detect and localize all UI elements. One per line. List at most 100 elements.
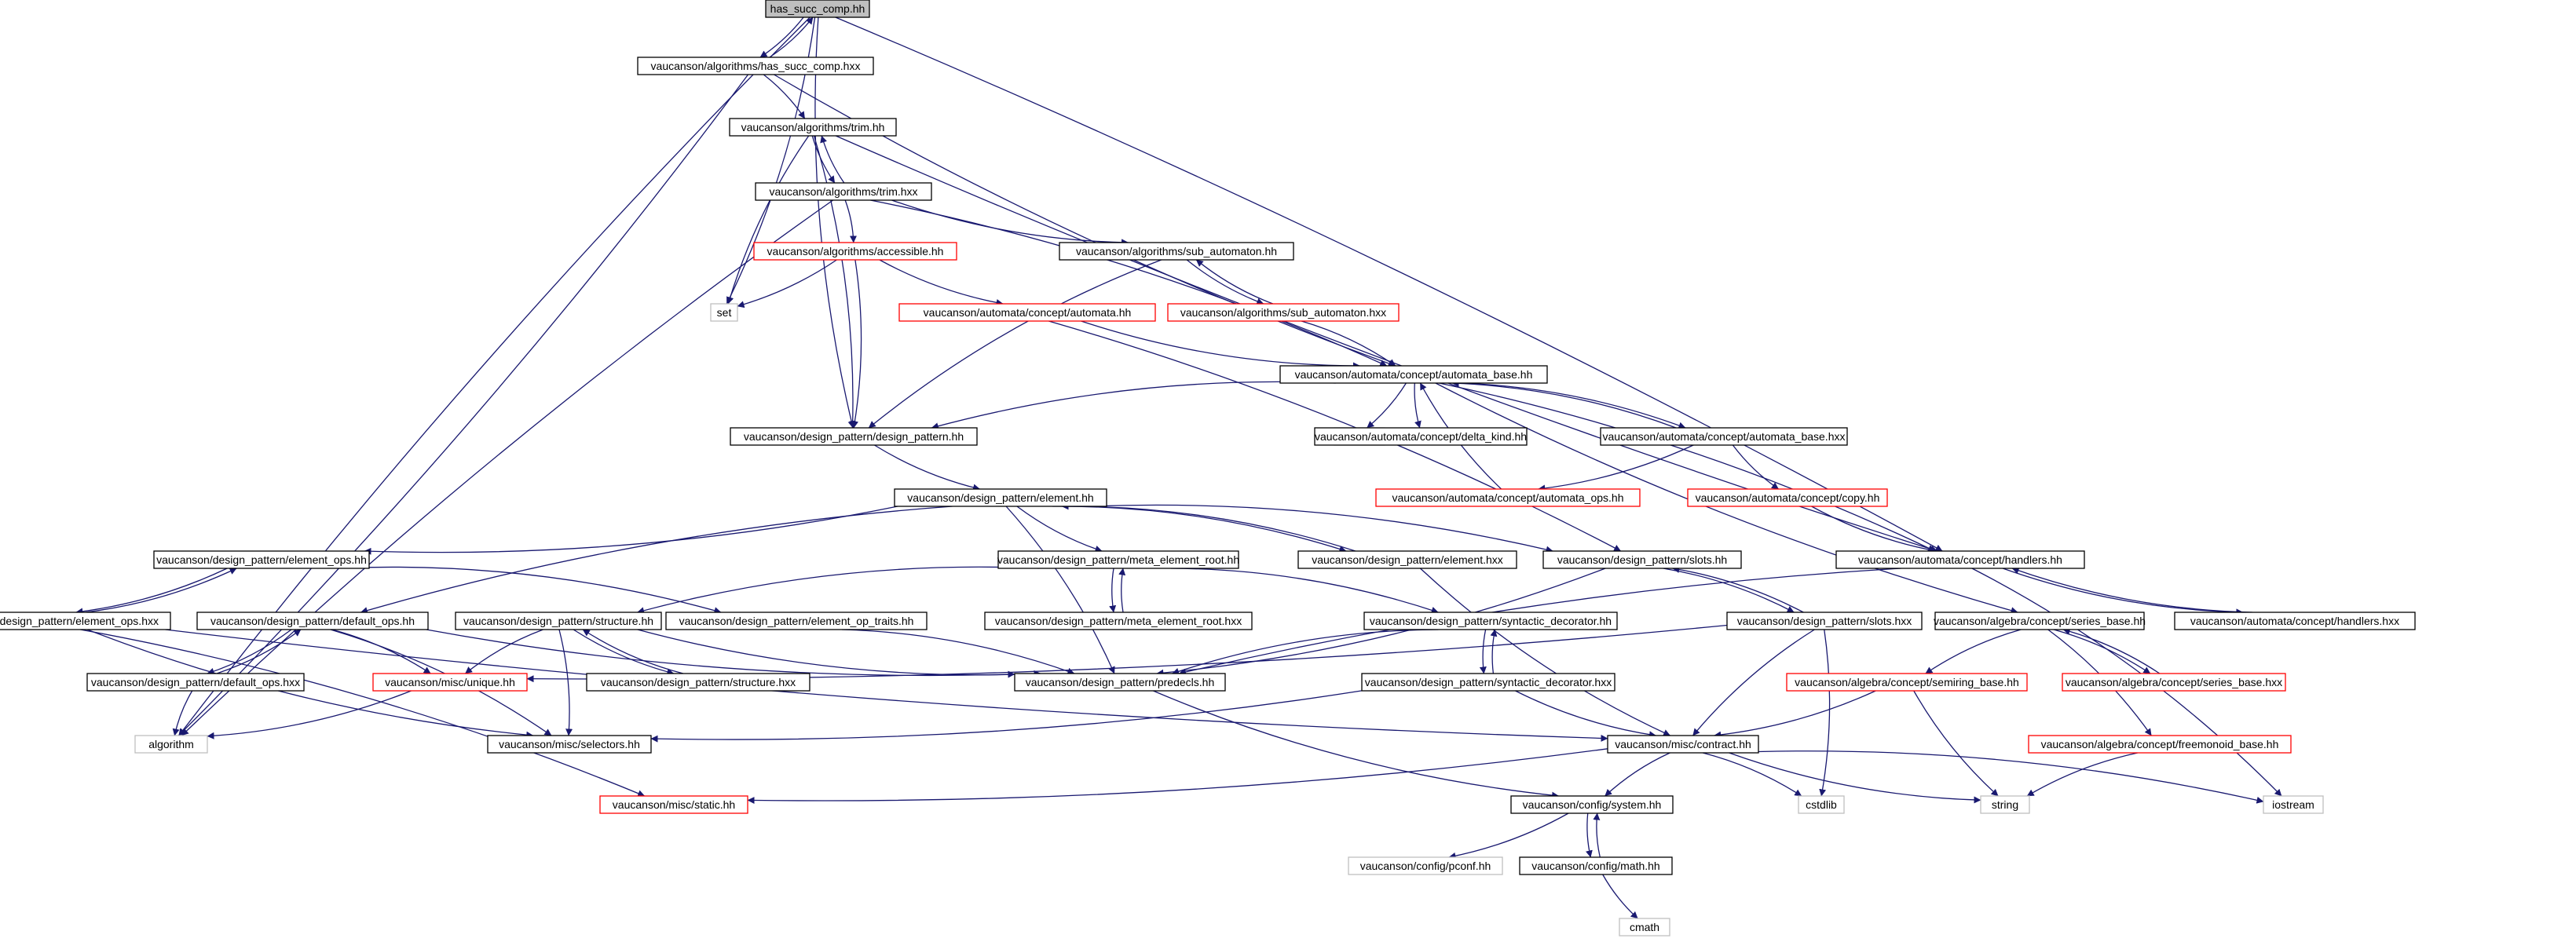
node-label: vaucanson/algebra/concept/freemonoid_bas… bbox=[2041, 738, 2279, 750]
graph-node-n4[interactable]: vaucanson/algorithms/accessible.hh bbox=[753, 242, 957, 261]
graph-node-n23[interactable]: vaucanson/design_pattern/default_ops.hh bbox=[196, 612, 429, 630]
graph-node-n38: algorithm bbox=[134, 735, 208, 754]
edge-n29-to-n37 bbox=[2053, 629, 2151, 674]
node-box bbox=[894, 488, 1107, 507]
edge-n3-to-n38 bbox=[181, 199, 833, 736]
graph-node-n6[interactable]: vaucanson/algorithms/sub_automaton.hh bbox=[1059, 242, 1294, 261]
node-box bbox=[997, 550, 1239, 569]
edge-n14-to-n23 bbox=[360, 506, 953, 614]
node-label: vaucanson/design_pattern/element.hh bbox=[907, 491, 1093, 504]
edge-n26-to-n18 bbox=[1118, 568, 1126, 613]
graph-node-n29[interactable]: vaucanson/algebra/concept/series_base.hh bbox=[1934, 612, 2146, 630]
edge-n9-to-n21 bbox=[1439, 382, 1936, 552]
graph-node-n42[interactable]: vaucanson/misc/static.hh bbox=[599, 795, 748, 814]
graph-node-n12[interactable]: vaucanson/automata/concept/delta_kind.hh bbox=[1314, 427, 1528, 446]
node-label: vaucanson/misc/unique.hh bbox=[385, 676, 515, 688]
graph-node-n25[interactable]: vaucanson/design_pattern/element_op_trai… bbox=[665, 612, 928, 630]
graph-node-n31[interactable]: vaucanson/design_pattern/default_ops.hxx bbox=[86, 673, 305, 692]
node-label: vaucanson/design_pattern/design_pattern.… bbox=[744, 430, 964, 443]
edge-n2-to-n3 bbox=[811, 135, 836, 184]
graph-node-n41[interactable]: vaucanson/algebra/concept/freemonoid_bas… bbox=[2028, 735, 2292, 754]
edge-n25-to-n34 bbox=[842, 629, 1075, 675]
graph-node-n18[interactable]: vaucanson/design_pattern/meta_element_ro… bbox=[997, 550, 1239, 569]
graph-node-n34[interactable]: vaucanson/design_pattern/predecls.hh bbox=[1014, 673, 1226, 692]
graph-node-n21[interactable]: vaucanson/automata/concept/handlers.hh bbox=[1835, 550, 2085, 569]
graph-node-n8[interactable]: vaucanson/automata/concept/automata.hh bbox=[898, 303, 1156, 322]
graph-node-n32[interactable]: vaucanson/misc/unique.hh bbox=[372, 673, 528, 692]
graph-node-n3[interactable]: vaucanson/algorithms/trim.hxx bbox=[755, 182, 932, 201]
node-box bbox=[372, 673, 528, 692]
node-label: vaucanson/design_pattern/meta_element_ro… bbox=[997, 553, 1239, 566]
graph-node-n10[interactable]: vaucanson/design_pattern/design_pattern.… bbox=[730, 427, 978, 446]
edge-n37-to-n29 bbox=[2062, 627, 2161, 674]
graph-node-n15[interactable]: vaucanson/automata/concept/automata_ops.… bbox=[1375, 488, 1641, 507]
edge-n36-to-n45 bbox=[1913, 690, 1999, 797]
graph-node-n19[interactable]: vaucanson/design_pattern/element.hxx bbox=[1297, 550, 1517, 569]
edge-n35-to-n39 bbox=[650, 690, 1363, 743]
graph-node-n16[interactable]: vaucanson/automata/concept/copy.hh bbox=[1687, 488, 1888, 507]
edge-n14-to-n34 bbox=[1005, 506, 1115, 674]
node-label: vaucanson/automata/concept/handlers.hh bbox=[1858, 553, 2062, 566]
node-label: iostream bbox=[2272, 798, 2314, 811]
edge-n22-to-n42 bbox=[80, 629, 646, 797]
edge-n32-to-n38 bbox=[207, 690, 412, 739]
graph-node-n39[interactable]: vaucanson/misc/selectors.hh bbox=[487, 735, 652, 754]
node-label: vaucanson/design_pattern/default_ops.hxx bbox=[91, 676, 300, 688]
graph-node-n17[interactable]: vaucanson/design_pattern/element_ops.hh bbox=[153, 550, 370, 569]
node-label: vaucanson/algebra/concept/semiring_base.… bbox=[1795, 676, 2019, 688]
graph-node-n26[interactable]: vaucanson/design_pattern/meta_element_ro… bbox=[984, 612, 1253, 630]
edge-n13-to-n9 bbox=[1451, 379, 1677, 429]
graph-node-n40[interactable]: vaucanson/misc/contract.hh bbox=[1607, 735, 1759, 754]
graph-node-n37[interactable]: vaucanson/algebra/concept/series_base.hx… bbox=[2062, 673, 2286, 692]
edge-n8-to-n9 bbox=[1081, 320, 1360, 370]
graph-node-n1[interactable]: vaucanson/algorithms/has_succ_comp.hxx bbox=[637, 57, 874, 75]
node-box bbox=[1542, 550, 1742, 569]
graph-node-n13[interactable]: vaucanson/automata/concept/automata_base… bbox=[1600, 427, 1848, 446]
nodes-layer: has_succ_comp.hh vaucanson/algorithms/has… bbox=[0, 0, 2416, 937]
graph-node-n27[interactable]: vaucanson/design_pattern/syntactic_decor… bbox=[1363, 612, 1618, 630]
node-box bbox=[487, 735, 652, 754]
edge-n1-to-n38 bbox=[178, 74, 749, 736]
node-box bbox=[1786, 673, 2028, 692]
graph-node-n45: string bbox=[1980, 795, 2030, 814]
edge-n48-to-n49 bbox=[1602, 874, 1638, 919]
edge-n10-to-n14 bbox=[874, 444, 981, 491]
edge-n0-to-n21 bbox=[835, 16, 1943, 552]
graph-node-n20[interactable]: vaucanson/design_pattern/slots.hh bbox=[1542, 550, 1742, 569]
edge-n30-to-n21 bbox=[2011, 567, 2252, 613]
edge-n28-to-n20 bbox=[1672, 565, 1804, 613]
graph-node-n22[interactable]: vaucanson/design_pattern/element_ops.hxx bbox=[0, 612, 171, 630]
node-label: algorithm bbox=[148, 738, 194, 750]
node-box bbox=[753, 242, 957, 261]
node-box bbox=[2028, 735, 2292, 754]
edge-n22-to-n39 bbox=[86, 629, 534, 739]
graph-node-n30[interactable]: vaucanson/automata/concept/handlers.hxx bbox=[2174, 612, 2416, 630]
graph-node-n28[interactable]: vaucanson/design_pattern/slots.hxx bbox=[1726, 612, 1923, 630]
graph-node-n2[interactable]: vaucanson/algorithms/trim.hh bbox=[729, 118, 897, 137]
edge-n43-to-n48 bbox=[1586, 812, 1593, 858]
graph-node-n33[interactable]: vaucanson/design_pattern/structure.hxx bbox=[586, 673, 810, 692]
node-box bbox=[2062, 673, 2286, 692]
edge-n9-to-n10 bbox=[931, 381, 1336, 430]
node-box bbox=[153, 550, 370, 569]
graph-node-n48[interactable]: vaucanson/config/math.hh bbox=[1519, 856, 1673, 875]
graph-node-n9[interactable]: vaucanson/automata/concept/automata_base… bbox=[1279, 365, 1548, 384]
graph-node-n0[interactable]: has_succ_comp.hh bbox=[765, 0, 870, 18]
graph-node-n24[interactable]: vaucanson/design_pattern/structure.hh bbox=[455, 612, 662, 630]
edge-n0-to-n1 bbox=[759, 16, 804, 58]
graph-node-n43[interactable]: vaucanson/config/system.hh bbox=[1510, 795, 1674, 814]
edge-n14-to-n18 bbox=[1016, 506, 1103, 553]
graph-node-n36[interactable]: vaucanson/algebra/concept/semiring_base.… bbox=[1786, 673, 2028, 692]
node-label: has_succ_comp.hh bbox=[770, 2, 865, 15]
node-box bbox=[0, 612, 171, 630]
graph-node-n14[interactable]: vaucanson/design_pattern/element.hh bbox=[894, 488, 1107, 507]
edge-n24-to-n34 bbox=[637, 629, 1041, 677]
node-label: vaucanson/automata/concept/copy.hh bbox=[1696, 491, 1880, 504]
graph-node-n7[interactable]: vaucanson/algorithms/sub_automaton.hxx bbox=[1167, 303, 1400, 322]
graph-node-n35[interactable]: vaucanson/design_pattern/syntactic_decor… bbox=[1361, 673, 1615, 692]
edge-n2-to-n10 bbox=[813, 135, 857, 429]
node-label: vaucanson/algorithms/sub_automaton.hh bbox=[1076, 245, 1277, 257]
edge-n27-to-n34 bbox=[1172, 629, 1439, 675]
edge-n4-to-n10 bbox=[851, 259, 862, 429]
